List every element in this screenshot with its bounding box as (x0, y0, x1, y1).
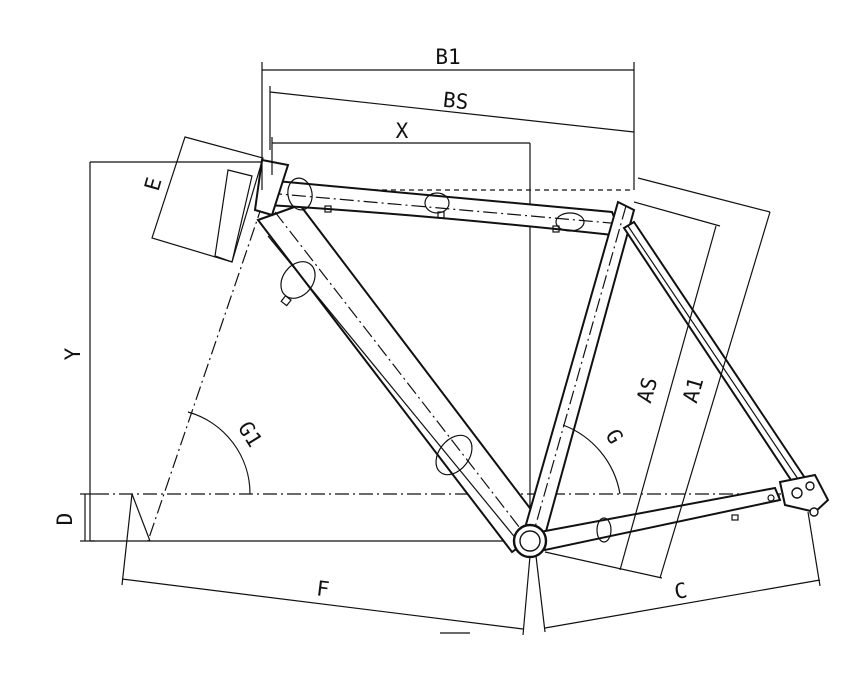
label-as: AS (632, 375, 662, 406)
head-tube (253, 158, 290, 217)
label-b1: B1 (435, 45, 460, 69)
dimension-lines (80, 62, 821, 636)
frame (253, 158, 830, 559)
label-c: C (672, 578, 689, 604)
down-tube (256, 203, 547, 554)
label-y: Y (61, 347, 85, 360)
label-g1: G1 (233, 417, 267, 451)
label-g: G (601, 425, 628, 448)
label-bs: BS (442, 88, 470, 115)
bottom-bracket (512, 523, 548, 559)
rear-dropout (767, 473, 830, 517)
label-d: D (53, 513, 77, 526)
label-a1: A1 (678, 375, 708, 406)
label-f: F (315, 576, 330, 601)
label-e: E (140, 175, 167, 194)
chain-stay (538, 486, 782, 552)
label-x: X (396, 119, 409, 143)
